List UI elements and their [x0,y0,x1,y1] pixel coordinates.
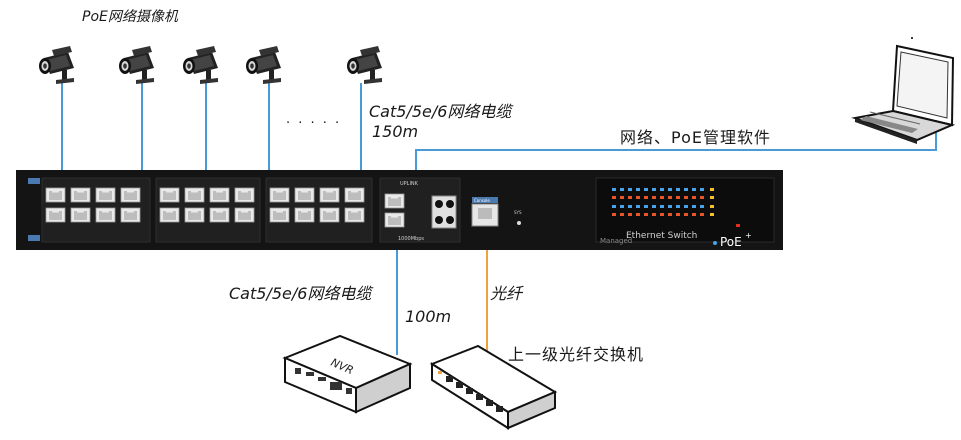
camera-icon [183,46,218,84]
nvr-icon: NVR [282,334,413,414]
camera-icon [347,46,382,84]
fiber-label: 光纤 [490,284,523,303]
poe-cables [61,83,937,355]
software-label: 网络、PoE管理软件 [620,128,771,147]
uplink-label: UPLINK [400,181,419,187]
uplink-switch-label: 上一级光纤交换机 [508,345,645,364]
svg-text:+: + [745,231,752,240]
camera-icon [119,46,154,84]
console-label: Console [474,198,490,203]
fiber-switch-icon [429,344,558,430]
laptop-icon [851,37,956,144]
sys-label: SYS [514,210,522,215]
cable-bottom-label: Cat5/5e/6网络电缆 [229,284,372,303]
switch-brand: PoE [720,235,742,249]
length-top-label: 150m [372,122,419,141]
led-rows [612,188,740,227]
camera-icon [39,46,74,84]
cameras-label: PoE网络摄像机 [82,9,178,25]
switch-title: Ethernet Switch [626,231,697,241]
length-bottom-label: 100m [405,307,452,326]
switch-icon: UPLINK 1000Mbps Console SYS Ethernet Swi… [16,170,783,250]
speed-label: 1000Mbps [398,236,424,242]
ellipsis: · · · · · [286,116,342,131]
managed-label: Managed [600,237,633,245]
camera-icon [246,46,281,84]
cable-top-label: Cat5/5e/6网络电缆 [369,102,512,121]
